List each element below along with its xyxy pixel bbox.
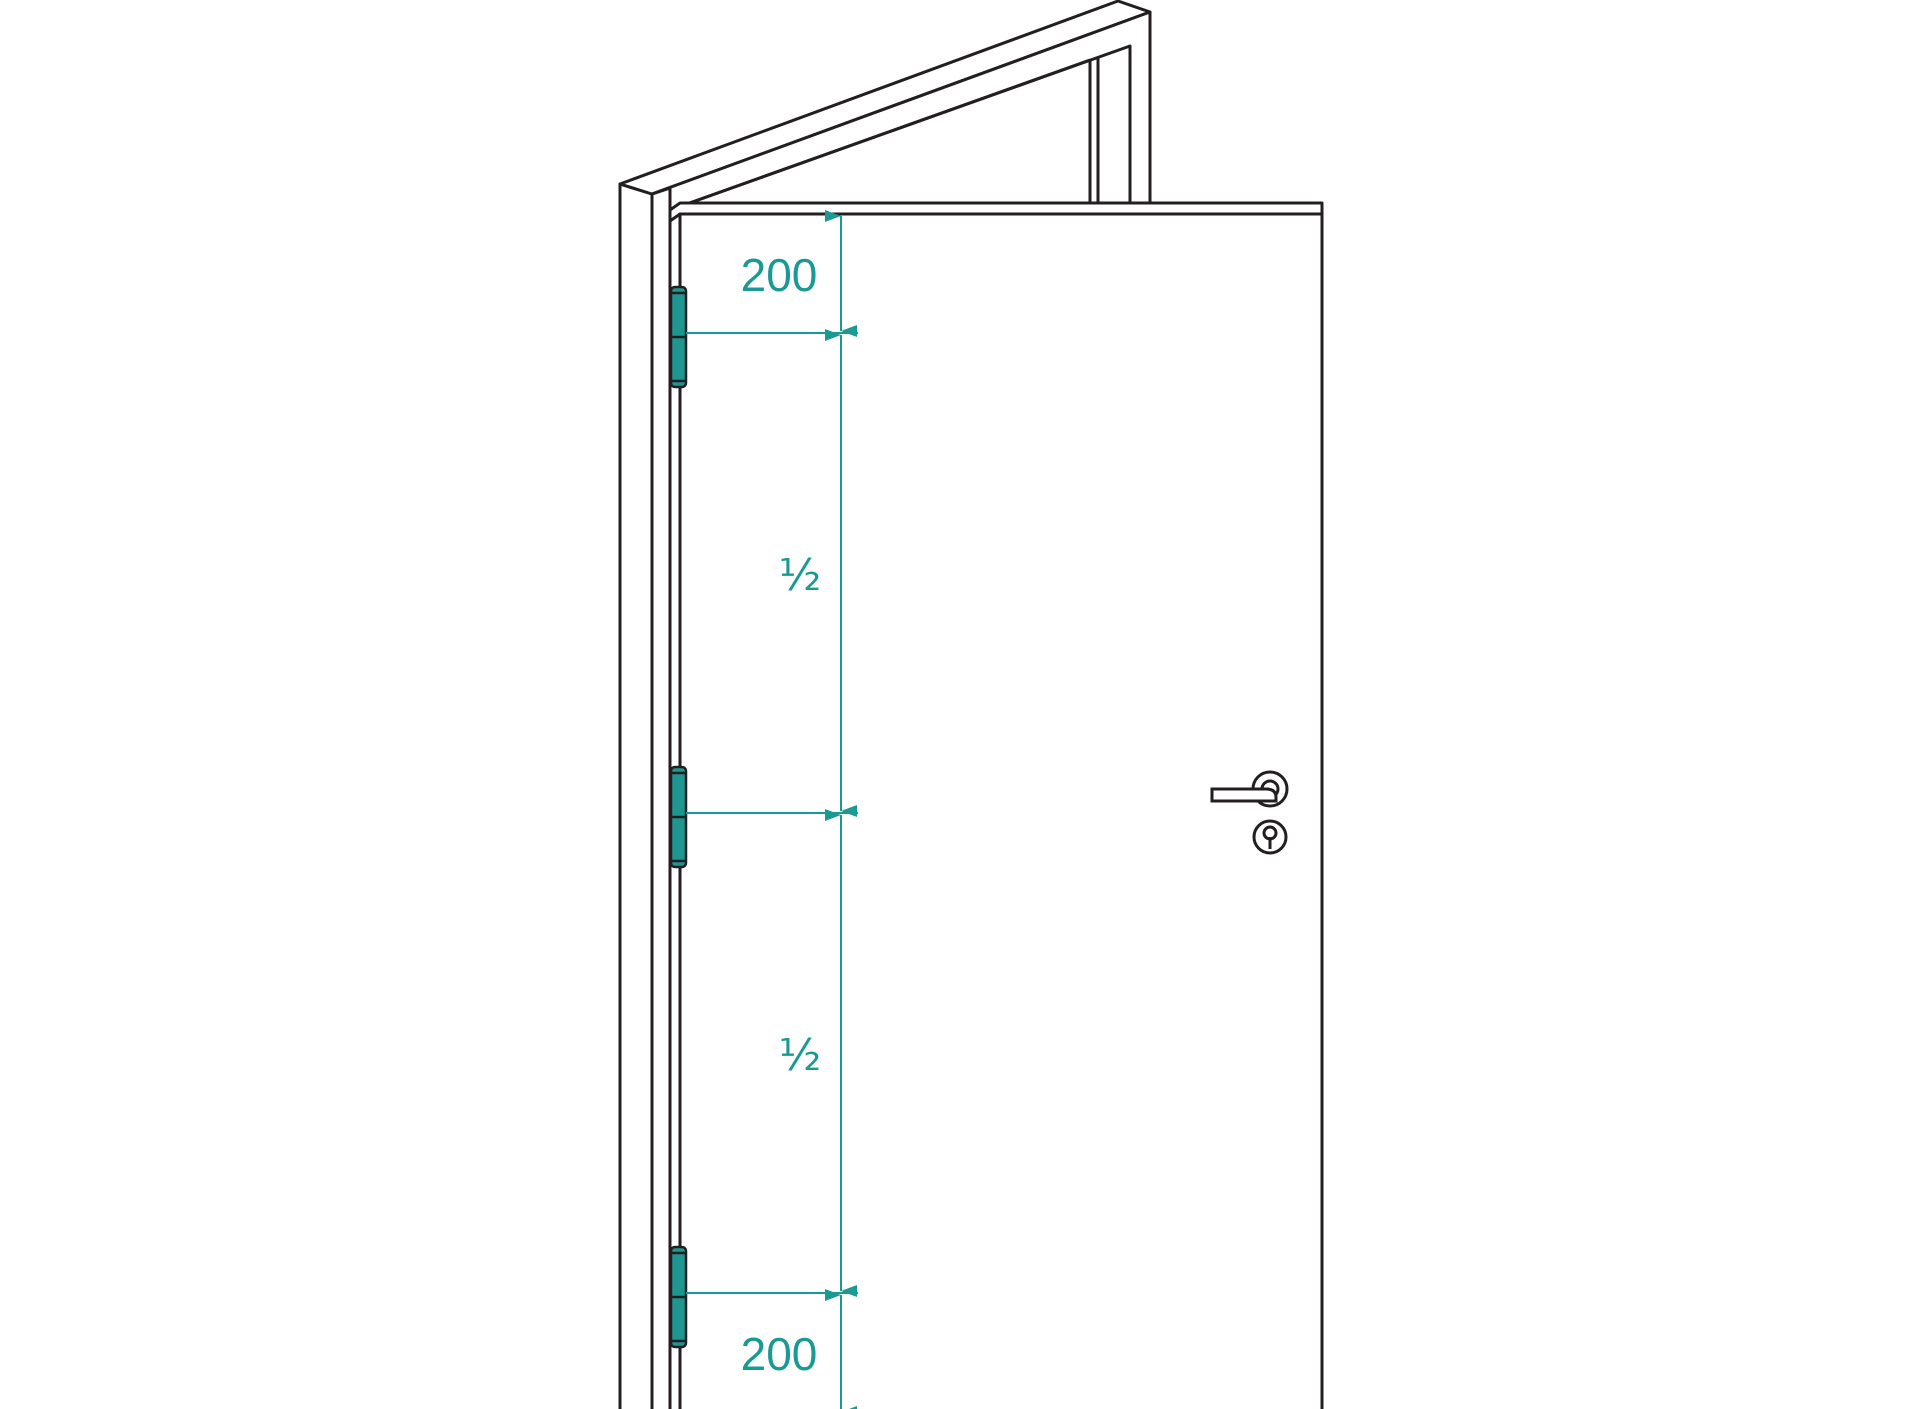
door-leaf xyxy=(668,201,1324,1409)
label-upper-span: ½ xyxy=(779,550,822,601)
hinges xyxy=(669,285,688,1349)
lever-handle-icon xyxy=(1210,770,1289,808)
label-top-offset: 200 xyxy=(741,249,818,301)
top-hinge xyxy=(669,285,688,389)
frame-head-inner xyxy=(650,10,1152,212)
label-lower-span: ½ xyxy=(779,1030,822,1081)
frame-left-jamb-inner xyxy=(650,186,672,1409)
middle-hinge xyxy=(669,765,688,869)
frame-head xyxy=(618,0,1152,196)
bottom-hinge xyxy=(669,1245,688,1349)
frame-left-jamb xyxy=(618,182,654,1409)
door-leaf-face xyxy=(678,212,1324,1409)
frame-head-stop xyxy=(669,58,1091,212)
door-frame xyxy=(618,0,1152,1409)
dimension-lines xyxy=(686,210,858,1409)
keyhole-escutcheon-icon xyxy=(1252,819,1288,855)
label-bottom-offset: 200 xyxy=(741,1328,818,1380)
